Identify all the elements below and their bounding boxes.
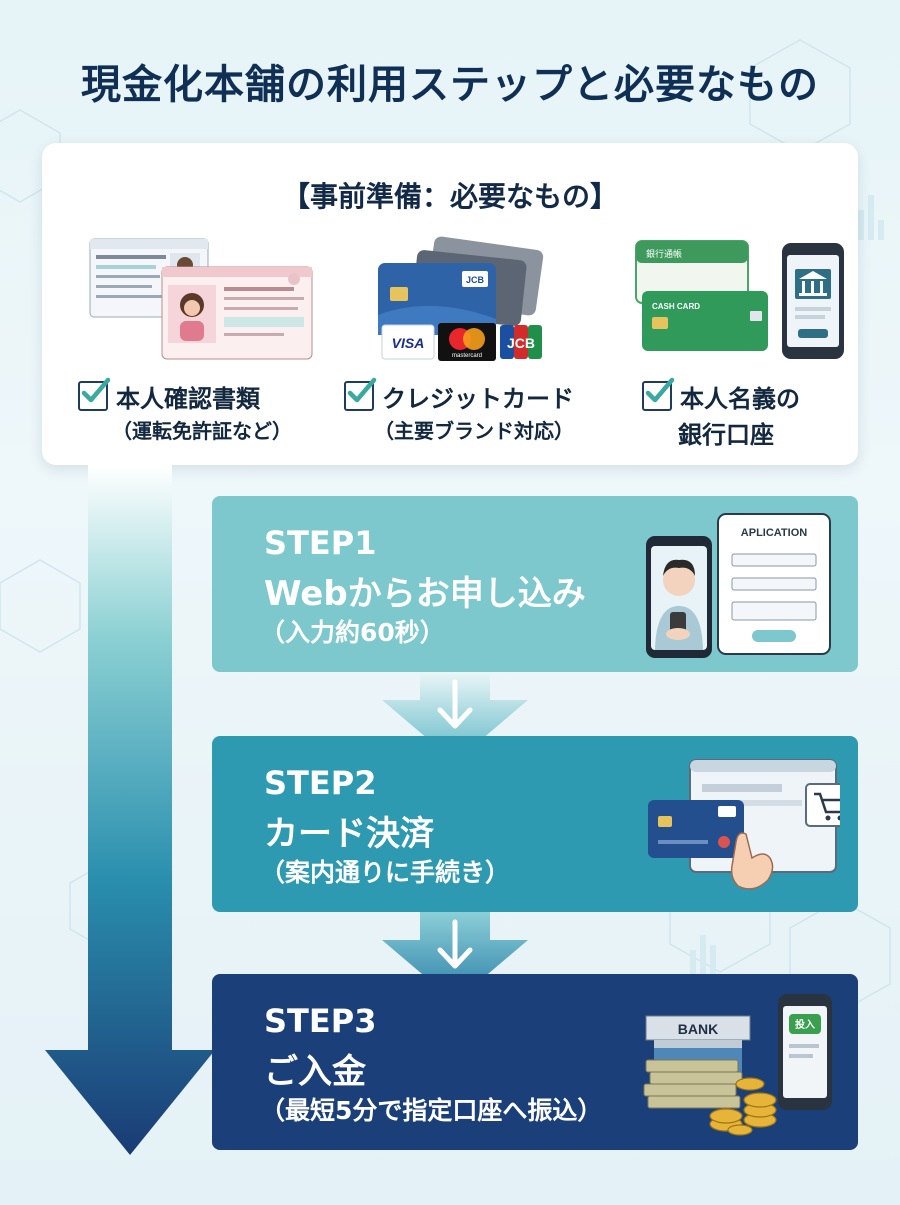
application-form-title: APLICATION (741, 527, 807, 539)
step-1-panel: STEP1 Webからお申し込み （入力約60秒） APLICATION (212, 496, 858, 672)
credit-cards-icon: JCB VISA mastercard JCB (378, 236, 544, 361)
step-number: STEP2 (264, 764, 377, 802)
step-3-panel: STEP3 ご入金 （最短5分で指定口座へ振込） BANK 投入 (212, 974, 858, 1150)
step-note: （最短5分で指定口座へ振込） (260, 1096, 603, 1125)
cash-card-text: CASH CARD (652, 302, 700, 311)
preparation-panel: 【事前準備：必要なもの】 (42, 143, 858, 465)
step-name: Webからお申し込み (264, 574, 586, 614)
step-note: （入力約60秒） (260, 618, 445, 647)
id-cards-icon (89, 238, 313, 360)
requirement-label: クレジットカード (382, 385, 574, 413)
card-payment-icon (648, 759, 840, 890)
requirement-label: 本人名義の (680, 385, 800, 413)
step-note: （案内通りに手続き） (260, 858, 511, 887)
checkbox-icon (642, 377, 675, 411)
mastercard-logo-text: mastercard (452, 353, 482, 359)
bank-deposit-icon: BANK 投入 (643, 994, 832, 1136)
page-title: 現金化本舗の利用ステップと必要なもの (81, 62, 819, 108)
jcb-mini-text: JCB (466, 275, 485, 285)
checkbox-icon (344, 377, 377, 411)
step-number: STEP3 (264, 1002, 377, 1040)
requirement-note: 銀行口座 (678, 421, 774, 449)
down-arrow-icon (382, 672, 528, 762)
preparation-heading: 【事前準備：必要なもの】 (281, 180, 618, 213)
requirement-note: （運転免許証など） (112, 419, 292, 443)
bank-account-icon: 銀行通帳 CASH CARD (635, 240, 844, 359)
bankbook-text: 銀行通帳 (646, 248, 682, 260)
requirement-label: 本人確認書類 (116, 385, 260, 413)
visa-logo-text: VISA (392, 335, 425, 351)
deposit-badge-text: 投入 (795, 1018, 815, 1031)
step-number: STEP1 (264, 524, 377, 562)
requirement-note: （主要ブランド対応） (374, 419, 574, 443)
step-2-panel: STEP2 カード決済 （案内通りに手続き） (212, 736, 858, 912)
bank-sign-text: BANK (678, 1021, 718, 1037)
down-arrow-icon (382, 912, 528, 1002)
flow-arrow-icon (45, 465, 215, 1155)
online-application-icon: APLICATION (646, 513, 831, 658)
step-name: カード決済 (264, 814, 434, 854)
step-name: ご入金 (264, 1052, 366, 1092)
checkbox-icon (78, 377, 111, 411)
jcb-logo-text: JCB (507, 335, 535, 351)
